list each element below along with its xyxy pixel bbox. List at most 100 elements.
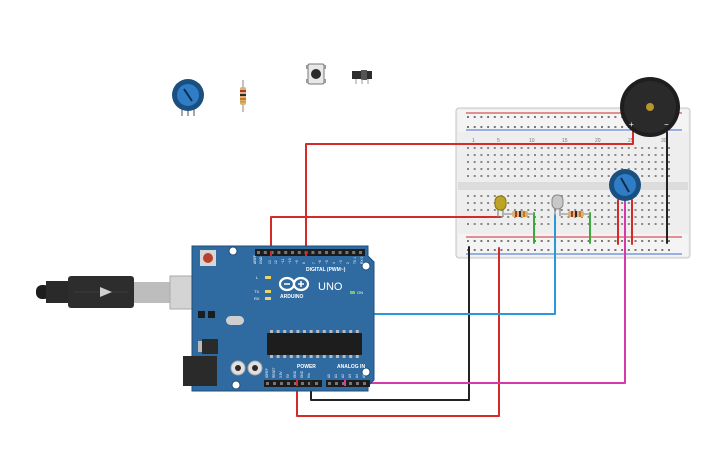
bb-hole	[540, 209, 543, 211]
palette-resistor[interactable]	[240, 80, 246, 112]
bb-hole	[513, 126, 516, 128]
bb-hole	[487, 168, 490, 170]
bb-hole	[534, 209, 536, 211]
bb-hole	[587, 116, 590, 118]
bb-hole	[554, 154, 557, 156]
bb-hole	[641, 168, 644, 170]
bb-hole	[467, 223, 469, 225]
analog-label: ANALOG IN	[337, 364, 365, 370]
bb-hole	[601, 116, 603, 118]
bb-hole	[654, 168, 657, 170]
bb-hole	[547, 147, 550, 149]
l-label: L	[256, 275, 259, 280]
bb-hole	[480, 249, 483, 251]
bb-hole	[594, 168, 597, 170]
wire-magenta-a0[interactable]	[344, 199, 626, 384]
arduino-uno[interactable]: AREF GND 13 12 ~11 ~10 ~9 8 7 ~6 ~5 4 ~3…	[183, 245, 375, 392]
bb-hole	[487, 209, 490, 211]
bb-hole	[493, 240, 496, 242]
bb-hole	[647, 154, 650, 156]
bb-hole	[574, 202, 577, 204]
resistor-1[interactable]	[504, 211, 534, 217]
palette-pushbutton[interactable]	[306, 63, 326, 85]
bb-hole	[594, 223, 597, 225]
chip-leg	[289, 355, 293, 358]
bb-hole	[487, 116, 490, 118]
bb-hole	[520, 249, 523, 251]
bb-hole	[467, 240, 469, 242]
bb-hole	[647, 240, 650, 242]
bb-hole	[554, 116, 557, 118]
resistor-2[interactable]	[561, 211, 590, 217]
bb-hole	[513, 209, 516, 211]
pin-label: 2	[346, 262, 350, 264]
brand-label: ARDUINO	[280, 294, 303, 300]
pin-label: A0	[327, 374, 331, 378]
analog-header[interactable]	[326, 380, 370, 387]
header-pin	[349, 382, 352, 385]
bb-hole	[627, 209, 630, 211]
bb-hole	[540, 216, 543, 218]
bb-hole	[513, 116, 516, 118]
bb-hole	[634, 249, 637, 251]
bb-hole	[607, 168, 610, 170]
bb-col-label: 30	[661, 138, 667, 144]
header-pin	[277, 251, 281, 254]
bb-hole	[594, 249, 597, 251]
bb-hole	[668, 223, 670, 225]
bb-hole	[534, 154, 536, 156]
bb-hole	[614, 147, 617, 149]
buzzer-plus-label: +	[629, 120, 634, 129]
bb-hole	[520, 202, 523, 204]
palette-potentiometer[interactable]	[172, 79, 204, 116]
bb-hole	[527, 249, 530, 251]
chip-leg	[342, 355, 346, 358]
bb-hole	[607, 154, 610, 156]
white-led[interactable]	[551, 194, 564, 216]
reset-button[interactable]	[200, 250, 216, 266]
wire-red-5v[interactable]	[296, 247, 500, 417]
bb-hole	[480, 202, 483, 204]
palette-slide-switch[interactable]	[352, 70, 372, 84]
bb-hole	[607, 116, 610, 118]
breadboard-potentiometer[interactable]	[609, 169, 641, 201]
usb-cable[interactable]	[36, 275, 193, 310]
header-pin	[345, 251, 349, 254]
bb-hole	[527, 175, 530, 177]
bb-hole	[560, 175, 563, 177]
bb-hole	[647, 216, 650, 218]
pin-label: A1	[334, 374, 338, 378]
bb-hole	[473, 202, 476, 204]
bb-col-label: 1	[472, 138, 475, 144]
bb-hole	[580, 223, 583, 225]
pin-label: RX 0	[360, 257, 364, 264]
bb-hole	[594, 202, 597, 204]
bb-hole	[527, 223, 530, 225]
bb-hole	[480, 195, 483, 197]
bb-hole	[527, 126, 530, 128]
bb-hole	[560, 161, 563, 163]
bb-hole	[621, 216, 624, 218]
power-header[interactable]	[264, 380, 322, 387]
bb-hole	[480, 154, 483, 156]
bb-hole	[607, 126, 610, 128]
bb-hole	[601, 240, 603, 242]
chip-leg	[316, 355, 320, 358]
bb-hole	[614, 216, 617, 218]
bb-hole	[513, 168, 516, 170]
wire-red-buzzer[interactable]	[305, 127, 634, 252]
bb-hole	[487, 147, 490, 149]
piezo-buzzer[interactable]: + −	[620, 77, 680, 137]
bb-hole	[574, 175, 577, 177]
bb-hole	[641, 147, 644, 149]
bb-hole	[480, 223, 483, 225]
bb-hole	[654, 154, 657, 156]
power-jack[interactable]	[183, 356, 217, 386]
header-pin	[297, 251, 301, 254]
pin-label: GND	[300, 370, 304, 378]
wire-red-led[interactable]	[270, 216, 501, 252]
bb-hole	[493, 249, 496, 251]
bb-hole	[534, 249, 536, 251]
yellow-led[interactable]	[494, 195, 507, 217]
chip-leg	[303, 355, 306, 358]
